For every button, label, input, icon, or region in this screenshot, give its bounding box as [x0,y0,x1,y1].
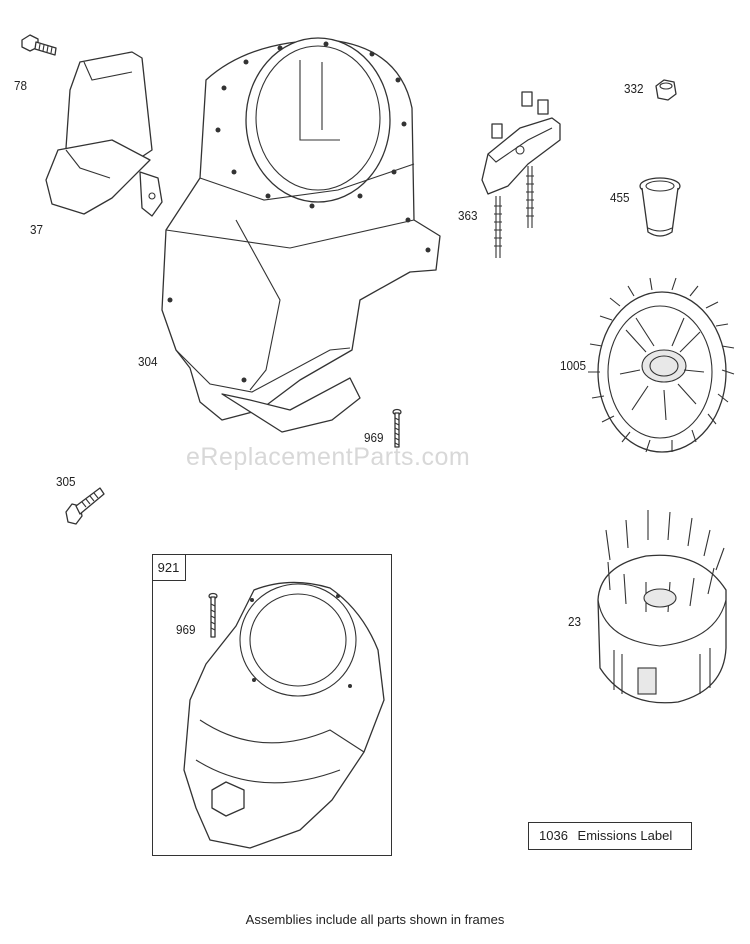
blower-housing-304-drawing [161,37,441,433]
emissions-part-number: 1036 [539,828,568,843]
watermark: eReplacementParts.com [186,443,471,471]
part-label-363[interactable]: 363 [458,208,478,223]
part-label-37[interactable]: 37 [30,222,44,237]
assembly-frame-921 [152,554,392,856]
bushing-455-drawing [639,177,681,237]
part-label-455[interactable]: 455 [610,190,630,205]
part-label-304[interactable]: 304 [138,354,158,369]
part-label-969-assembly[interactable]: 969 [176,622,196,637]
part-label-305[interactable]: 305 [56,474,76,489]
bolt-78-drawing [21,34,57,56]
nut-332-drawing [655,79,677,101]
flywheel-1005-drawing [588,277,735,453]
flywheel-23-drawing [597,510,727,704]
part-label-332[interactable]: 332 [624,81,644,96]
footer-note: Assemblies include all parts shown in fr… [245,912,505,927]
screw-969-drawing [392,408,402,448]
emissions-label-box[interactable]: 1036 Emissions Label [528,822,692,850]
part-label-23[interactable]: 23 [568,614,582,629]
air-guide-37-drawing [45,51,163,217]
part-label-78[interactable]: 78 [14,78,28,93]
part-label-969[interactable]: 969 [364,430,384,445]
emissions-label-text: Emissions Label [577,828,673,843]
bolt-305-drawing [65,487,105,525]
assembly-label-921: 921 [152,554,186,581]
bracket-363-drawing [481,91,561,258]
blower-assembly-921-drawing [183,581,385,849]
part-label-1005[interactable]: 1005 [560,358,587,373]
